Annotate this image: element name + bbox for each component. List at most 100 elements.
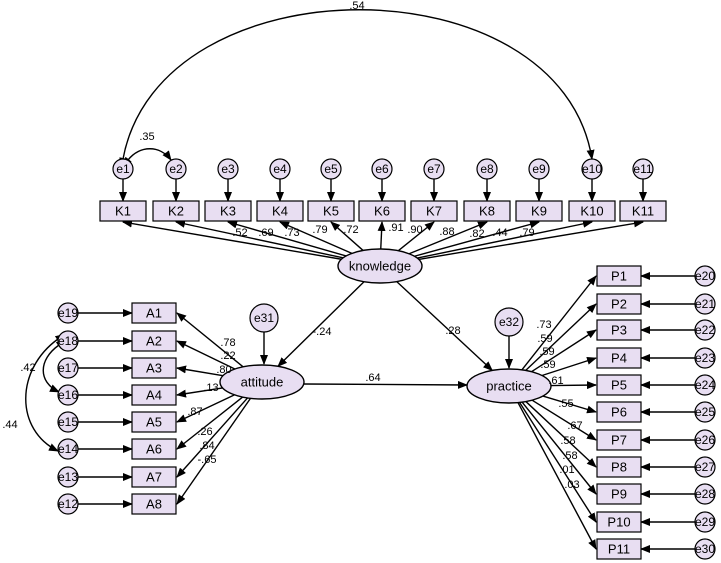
indicator-box-a8 (131, 493, 177, 515)
indicator-box-k11-label: K11 (632, 203, 654, 218)
indicator-box-p6 (596, 401, 642, 423)
loading-path-a8 (176, 397, 252, 505)
error-circle-e12 (57, 493, 79, 515)
error-circle-e30 (694, 538, 716, 560)
loading-path-a1 (176, 312, 244, 368)
indicator-box-a6 (131, 438, 177, 460)
error-circle-e20-label: e20 (695, 269, 715, 283)
loading-path-k9 (414, 220, 540, 257)
loading-label-p3: .59 (539, 346, 554, 358)
error-circle-e22-label: e22 (695, 323, 715, 337)
error-circle-e30-label: e30 (695, 542, 715, 556)
indicator-box-k6 (358, 200, 406, 222)
error-circle-e4 (269, 158, 291, 180)
error-circle-e28-label: e28 (695, 487, 715, 501)
indicator-box-a6-label: A6 (146, 441, 162, 456)
error-circle-e24 (694, 374, 716, 396)
indicator-box-p3 (596, 319, 642, 341)
connector-layer (25, 9, 695, 553)
loading-label-a7: .84 (199, 440, 214, 452)
error-circle-e18 (57, 330, 79, 352)
loading-path-k10 (417, 219, 593, 259)
indicator-box-p5-label: P5 (611, 377, 627, 392)
indicator-box-k4-label: K4 (272, 203, 288, 218)
error-circle-e10-label: e10 (582, 162, 602, 176)
error-circle-e5-label: e5 (324, 162, 338, 176)
covariance-curve-e1-e2 (122, 148, 172, 168)
covariance-label-e18-e14: .44 (2, 419, 17, 431)
loading-path-p11 (517, 402, 597, 550)
loading-path-p2 (525, 303, 597, 371)
error-circle-e16-label: e16 (58, 388, 78, 402)
latent-practice-label: practice (486, 378, 532, 393)
error-circle-e1 (112, 158, 134, 180)
error-circle-e9 (528, 158, 550, 180)
error-circle-e26-label: e26 (695, 433, 715, 447)
error-circle-e25 (694, 401, 716, 423)
indicator-box-a4-label: A4 (146, 387, 162, 402)
loading-path-a5 (176, 394, 235, 423)
indicator-box-k2-label: K2 (168, 203, 184, 218)
error-circle-e8 (476, 158, 498, 180)
loading-label-a6: .26 (197, 426, 212, 438)
disturbance-circle-e31 (249, 303, 279, 333)
error-circle-e19-label: e19 (58, 306, 78, 320)
indicator-box-p11 (596, 538, 642, 560)
indicator-box-k2 (152, 200, 200, 222)
latent-practice (466, 368, 552, 404)
indicator-box-k8 (463, 200, 511, 222)
loading-path-a2 (176, 340, 236, 370)
loading-path-p4 (541, 356, 597, 377)
error-circle-e15-label: e15 (58, 415, 78, 429)
indicator-box-p10 (596, 511, 642, 533)
error-circle-e8-label: e8 (480, 162, 494, 176)
error-circle-e3 (217, 158, 239, 180)
disturbance-circle-e32 (494, 307, 524, 337)
indicator-box-k5-label: K5 (323, 203, 339, 218)
indicator-box-p10-label: P10 (607, 514, 630, 529)
error-circle-e2-label: e2 (169, 162, 183, 176)
loading-label-p8: .58 (560, 435, 575, 447)
loading-label-k5: .79 (312, 224, 327, 236)
label-layer: K1e1K2e2K3e3K4e4K5e5K6e6K7e7K8e8K9e9K10e… (2, 0, 715, 556)
loading-path-k8 (408, 221, 488, 255)
loading-label-a1: .78 (220, 337, 235, 349)
loading-label-k11: .44 (492, 227, 507, 239)
error-circle-e18-label: e18 (58, 334, 78, 348)
indicator-box-k6-label: K6 (374, 203, 390, 218)
loading-label-a5: .87 (187, 406, 202, 418)
latent-knowledge-label: knowledge (349, 258, 411, 273)
covariance-curve-e18-e16 (42, 339, 67, 393)
error-circle-e2 (165, 158, 187, 180)
error-circle-e10 (581, 158, 603, 180)
error-circle-e4-label: e4 (273, 162, 287, 176)
latent-knowledge (337, 248, 423, 284)
indicator-box-p5 (596, 374, 642, 396)
indicator-box-a8-label: A8 (146, 496, 162, 511)
indicator-box-k4 (256, 200, 304, 222)
shape-layer (57, 158, 716, 560)
covariance-label-e1-e10: .54 (349, 0, 364, 12)
path-label-attitude-practice: .64 (365, 372, 380, 384)
error-circle-e13-label: e13 (58, 470, 78, 484)
error-circle-e24-label: e24 (695, 378, 715, 392)
error-circle-e27 (694, 456, 716, 478)
disturbance-circle-e31-label: e31 (254, 311, 274, 325)
indicator-box-p4 (596, 347, 642, 369)
error-circle-e14 (57, 438, 79, 460)
error-circle-e17 (57, 357, 79, 379)
loading-label-p2: .59 (537, 333, 552, 345)
loading-path-k1 (122, 219, 342, 260)
error-circle-e26 (694, 429, 716, 451)
indicator-box-k7 (410, 200, 458, 222)
loading-path-p6 (542, 395, 597, 414)
indicator-box-a7 (131, 466, 177, 488)
error-circle-e22 (694, 319, 716, 341)
indicator-box-k1-label: K1 (115, 203, 131, 218)
indicator-box-p11-label: P11 (608, 541, 630, 556)
error-circle-e17-label: e17 (58, 361, 78, 375)
structural-path-knowledge-practice (396, 281, 493, 372)
error-circle-e14-label: e14 (58, 442, 78, 456)
structural-path-knowledge-attitude (277, 281, 365, 367)
